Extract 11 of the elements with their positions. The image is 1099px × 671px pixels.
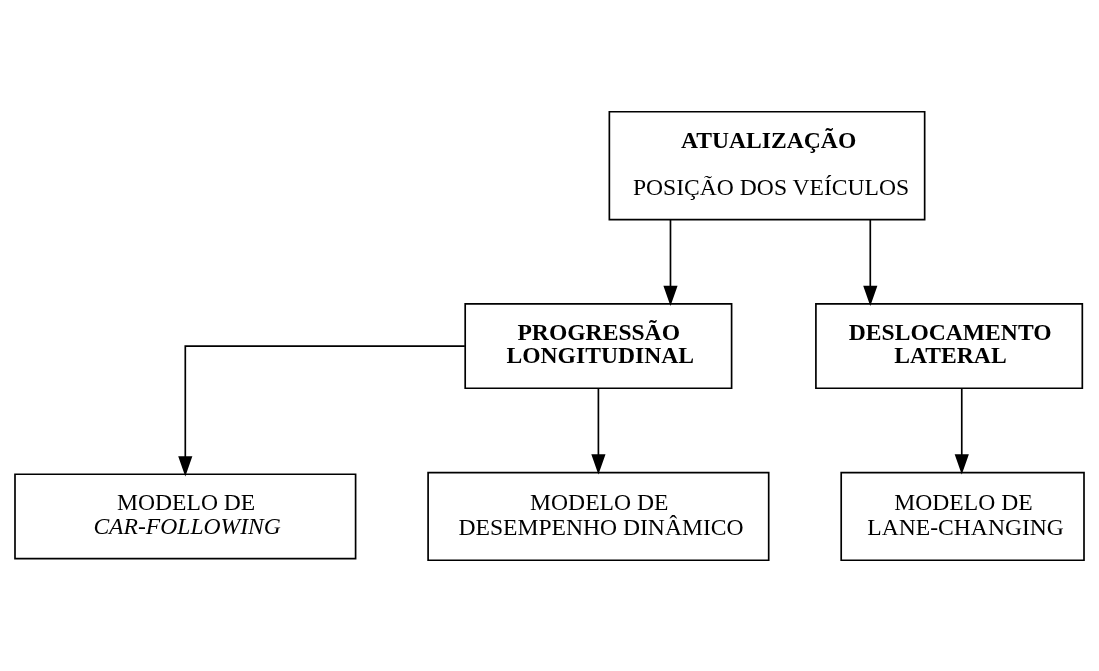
node-box: MODELO DE DESEMPENHO DINÂMICO xyxy=(427,471,770,561)
arrow xyxy=(591,387,606,475)
arrow xyxy=(663,218,678,306)
node-box: ATUALIZAÇÃO POSIÇÃO DOS VEÍCULOS xyxy=(608,110,926,220)
node-box: PROGRESSÃO LONGITUDINAL xyxy=(464,302,733,389)
arrow xyxy=(863,218,878,306)
node-box: DESLOCAMENTO LATERAL xyxy=(815,302,1084,389)
arrow xyxy=(954,387,969,475)
arrow xyxy=(178,344,466,476)
node-box: MODELO DE LANE-CHANGING xyxy=(840,471,1085,561)
node-box: MODELO DE CAR-FOLLOWING xyxy=(14,472,357,559)
